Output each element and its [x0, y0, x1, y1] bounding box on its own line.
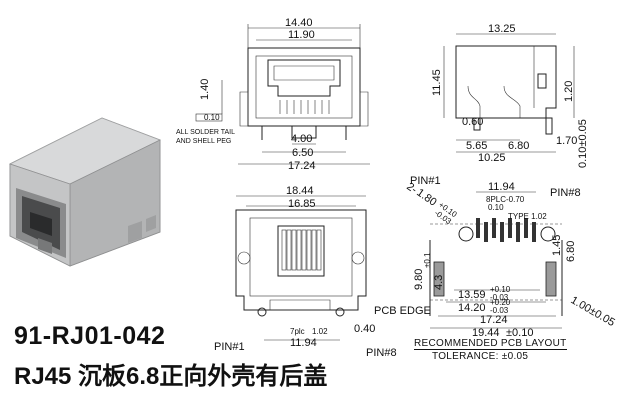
side-offset-b: 6.80	[508, 140, 529, 152]
front-opening-width: 11.90	[288, 29, 315, 41]
side-peg-tolerance: 0.10±0.05	[577, 119, 589, 168]
bottom-inner-width: 16.85	[288, 198, 316, 210]
pcb-peg-dia: 1.00±0.05	[569, 294, 617, 329]
pcb-type-label: TYPE 1.02	[508, 212, 547, 221]
pcb-edge-label: PCB EDGE	[374, 305, 431, 317]
pcb-mid-tol-plus: +0.20	[490, 298, 511, 307]
pcb-hole-dia: 1.80	[414, 187, 438, 209]
bottom-pin1-label: PIN#1	[214, 341, 245, 353]
pcb-left-dim-b: 4.3	[433, 275, 445, 290]
front-tail-note-line2: AND SHELL PEG	[176, 138, 231, 145]
front-view	[195, 24, 370, 165]
part-number: 91-RJ01-042	[14, 322, 166, 350]
pcb-pin8-label: PIN#8	[550, 187, 581, 199]
pcb-pad-tol: 0.10	[488, 203, 504, 212]
pcb-outer-dim: 17.24	[480, 314, 508, 326]
side-total-offset: 10.25	[478, 152, 506, 164]
side-step-height: 1.20	[563, 81, 575, 102]
bottom-total-width: 18.44	[286, 185, 314, 197]
front-center-peg: 4.00	[291, 133, 312, 145]
pcb-left-dim-a: 9.80	[413, 269, 425, 290]
side-view	[443, 33, 575, 153]
pcb-peg-spacing-tol-minus: -0.03	[490, 293, 509, 302]
bottom-pitch-label: 7plc	[290, 327, 305, 336]
pcb-peg-spacing: 13.59	[458, 289, 486, 301]
pcb-edge-dim: 19.44	[472, 327, 500, 339]
bottom-pitch-value: 1.02	[312, 327, 328, 336]
front-overall-width: 14.40	[285, 17, 313, 29]
front-tail-note-value: 0.10	[204, 113, 220, 122]
pcb-mid-tol-minus: -0.03	[490, 306, 509, 315]
bottom-pin8-label: PIN#8	[366, 347, 397, 359]
bottom-pin-span: 11.94	[290, 337, 317, 349]
pcb-mid-dim: 14.20	[458, 302, 486, 314]
pcb-edge-dim-tol: ±0.10	[506, 327, 533, 339]
front-tail-height: 1.40	[199, 79, 211, 100]
pcb-pin-span: 11.94	[488, 181, 515, 193]
pcb-peg-spacing-tol-plus: +0.10	[490, 285, 511, 294]
pcb-right-dim-b: 1.45	[551, 235, 563, 256]
side-stub: 0.60	[462, 116, 483, 128]
bottom-view	[235, 195, 367, 341]
side-height: 11.45	[431, 69, 443, 96]
front-tail-note-line1: ALL SOLDER TAIL	[176, 129, 235, 136]
product-render	[8, 117, 162, 267]
front-base-width: 17.24	[288, 160, 316, 172]
pcb-layout	[429, 191, 563, 329]
pcb-left-dim-a-tol: ±0.1	[423, 252, 432, 268]
front-peg-span: 6.50	[292, 147, 313, 159]
side-peg-length: 1.70	[556, 135, 577, 147]
pcb-right-dim-a: 6.80	[565, 241, 577, 262]
side-length: 13.25	[488, 23, 516, 35]
pcb-pin1-label: PIN#1	[410, 175, 441, 187]
side-offset-a: 5.65	[466, 140, 487, 152]
pcb-layout-title: RECOMMENDED PCB LAYOUT	[414, 338, 567, 350]
pcb-pad-spec: 8PLC-0.70	[486, 195, 525, 204]
product-description: RJ45 沉板6.8正向外壳有后盖	[14, 363, 328, 390]
pcb-layout-tolerance: TOLERANCE: ±0.05	[432, 351, 529, 362]
bottom-pin-width: 0.40	[354, 323, 375, 335]
